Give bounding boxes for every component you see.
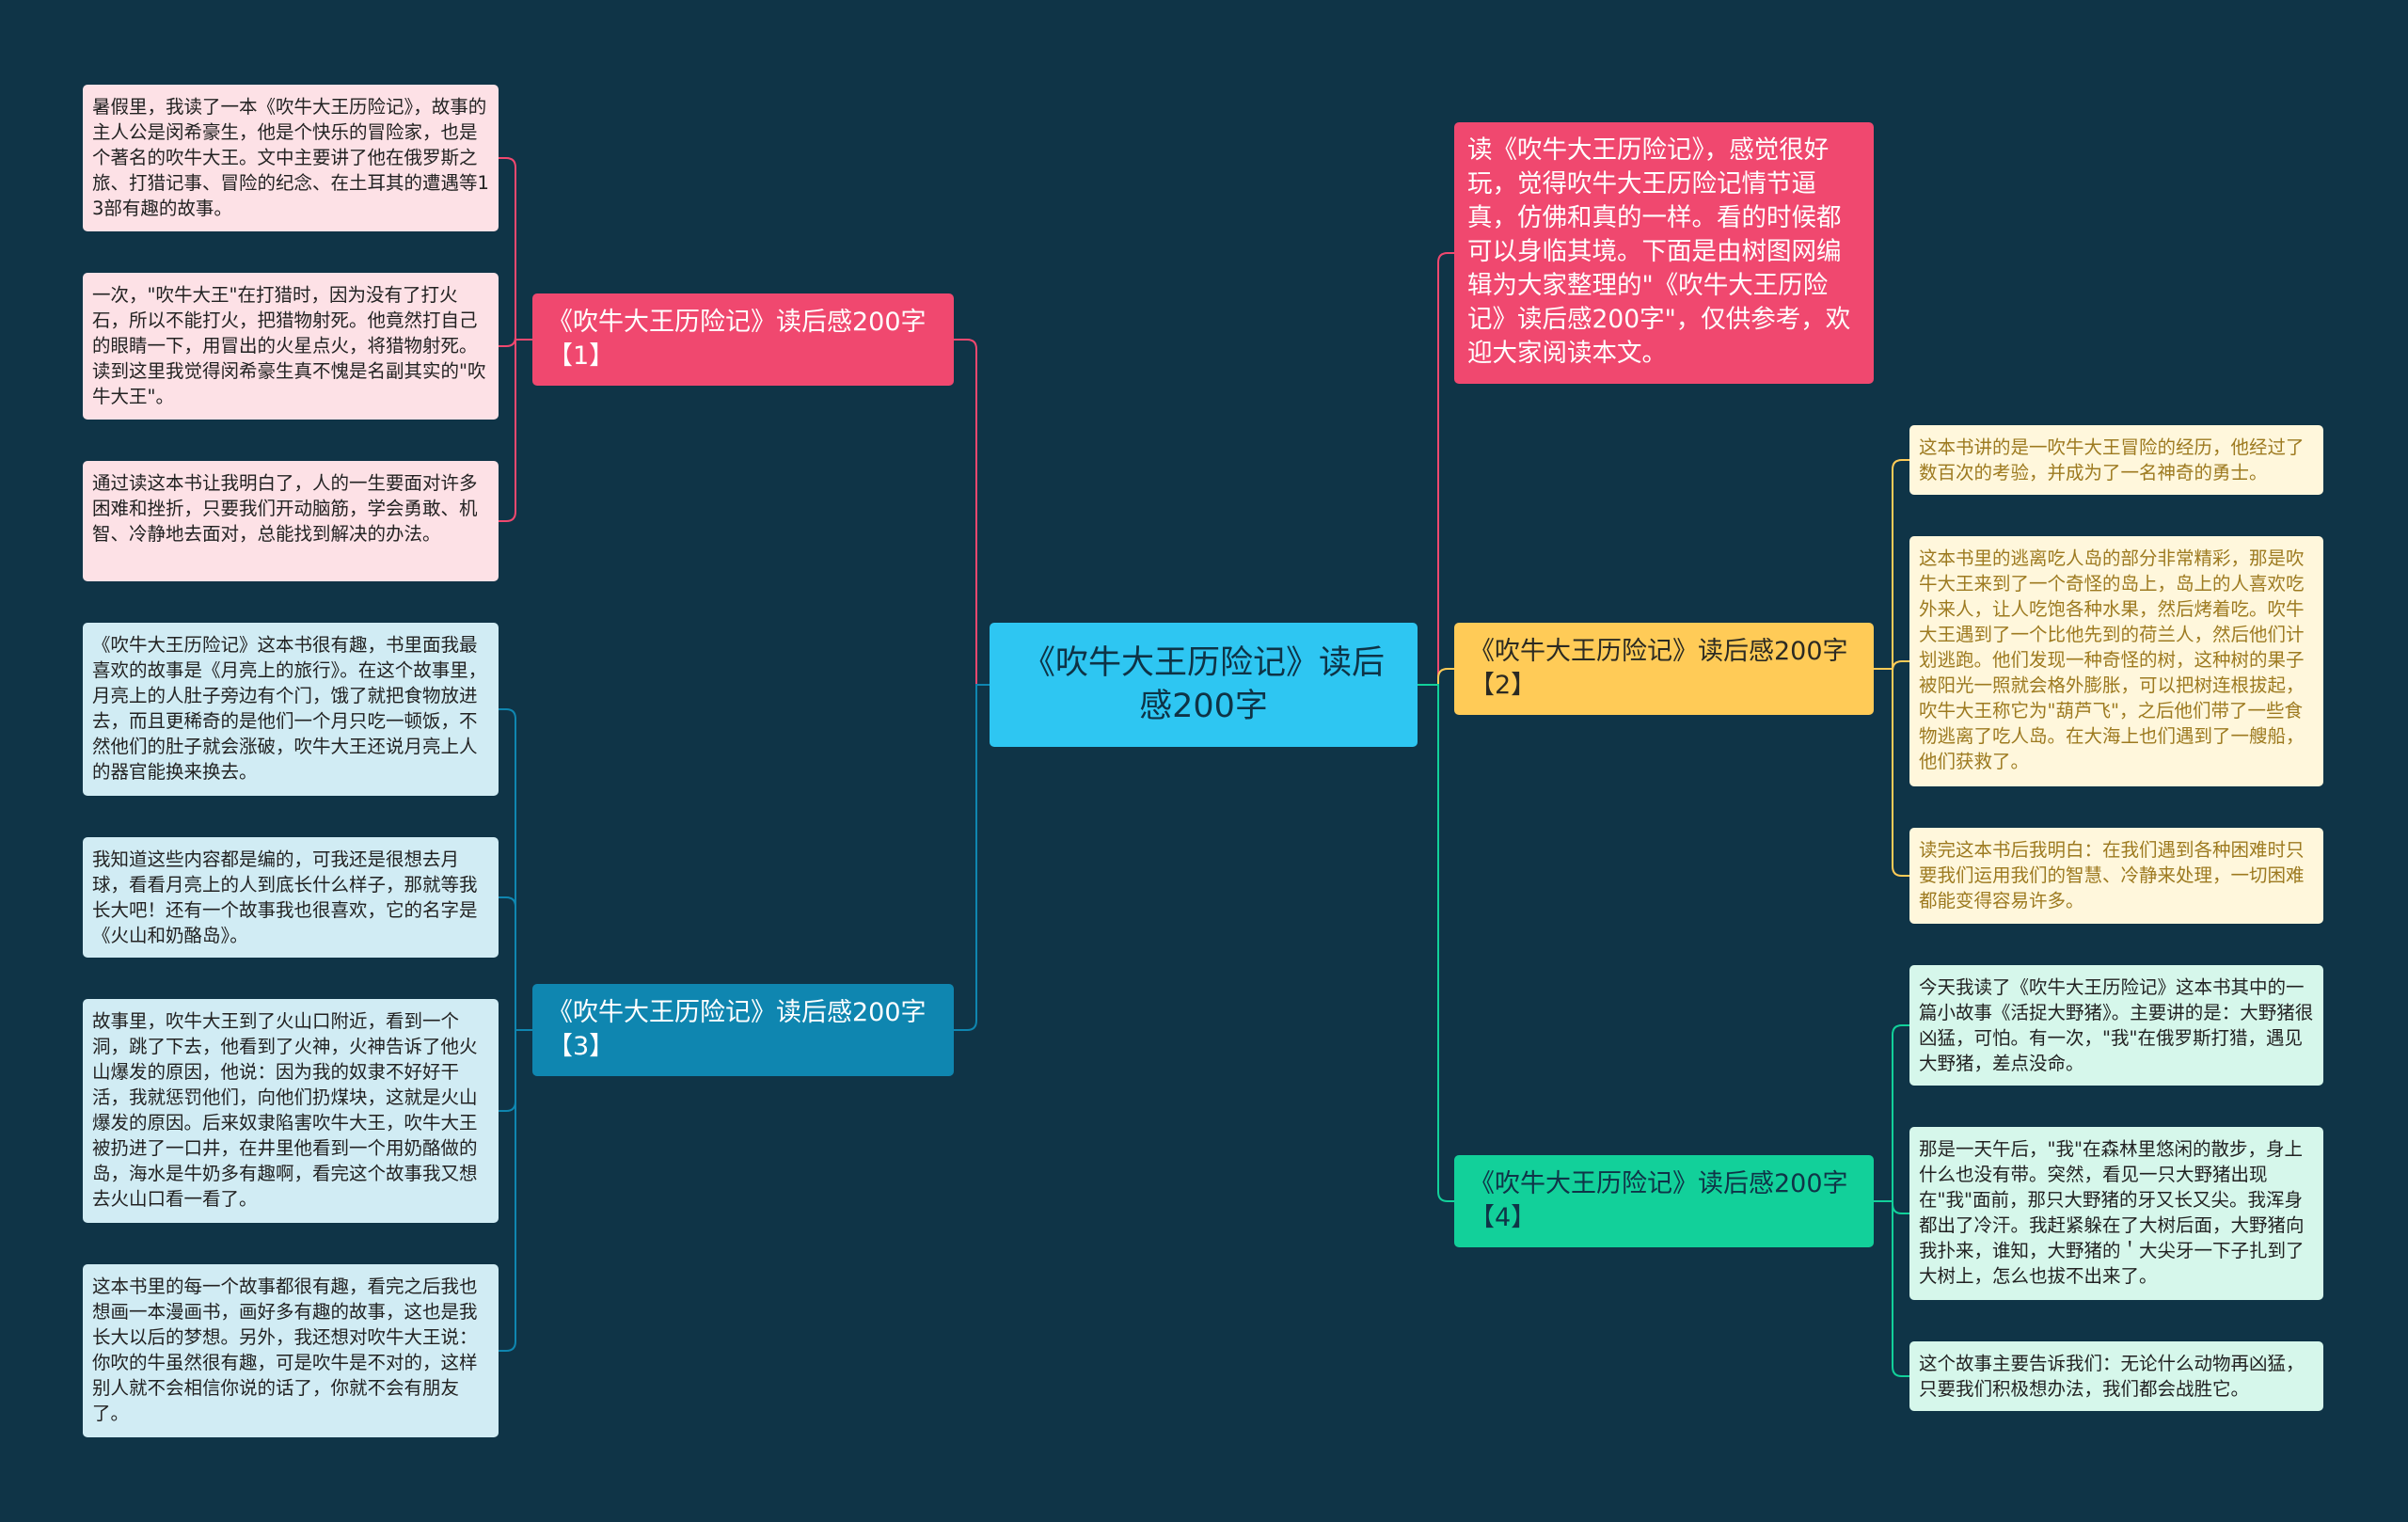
leaf-2-1[interactable]: 这本书讲的是一吹牛大王冒险的经历，他经过了数百次的考验，并成为了一名神奇的勇士。 bbox=[1909, 425, 2323, 495]
leaf-1-3[interactable]: 通过读这本书让我明白了，人的一生要面对许多困难和挫折，只要我们开动脑筋，学会勇敢… bbox=[83, 461, 499, 581]
link-branch-1-leaf-1-3 bbox=[499, 339, 532, 522]
link-branch-1-leaf-1-2 bbox=[499, 336, 532, 347]
link-center-branch-4 bbox=[1418, 684, 1454, 1202]
branch-3[interactable]: 《吹牛大王历险记》读后感200字【3】 bbox=[532, 984, 954, 1076]
leaf-2-3[interactable]: 读完这本书后我明白：在我们遇到各种困难时只要我们运用我们的智慧、冷静来处理，一切… bbox=[1909, 828, 2323, 924]
branch-2[interactable]: 《吹牛大王历险记》读后感200字【2】 bbox=[1454, 623, 1874, 715]
leaf-4-1[interactable]: 今天我读了《吹牛大王历险记》这本书其中的一篇小故事《活捉大野猪》。主要讲的是：大… bbox=[1909, 965, 2323, 1086]
leaf-4-2[interactable]: 那是一天午后，"我"在森林里悠闲的散步，身上什么也没有带。突然，看见一只大野猪出… bbox=[1909, 1127, 2323, 1300]
center-topic[interactable]: 《吹牛大王历险记》读后感200字 bbox=[990, 623, 1418, 747]
leaf-3-3[interactable]: 故事里，吹牛大王到了火山口附近，看到一个洞，跳了下去，他看到了火神，火神告诉了他… bbox=[83, 999, 499, 1223]
leaf-1-1[interactable]: 暑假里，我读了一本《吹牛大王历险记》，故事的主人公是闵希豪生，他是个快乐的冒险家… bbox=[83, 85, 499, 231]
link-center-branch-3 bbox=[954, 684, 990, 1031]
intro-note[interactable]: 读《吹牛大王历险记》，感觉很好玩，觉得吹牛大王历险记情节逼真，仿佛和真的一样。看… bbox=[1454, 122, 1874, 384]
link-center-branch-1 bbox=[954, 339, 990, 686]
link-center-intro-note bbox=[1418, 252, 1454, 686]
link-branch-2-leaf-2-1 bbox=[1874, 459, 1909, 670]
link-branch-4-leaf-4-3 bbox=[1874, 1200, 1909, 1377]
link-branch-4-leaf-4-1 bbox=[1874, 1024, 1909, 1202]
link-branch-1-leaf-1-1 bbox=[499, 157, 532, 341]
leaf-2-2[interactable]: 这本书里的逃离吃人岛的部分非常精彩，那是吹牛大王来到了一个奇怪的岛上，岛上的人喜… bbox=[1909, 536, 2323, 786]
leaf-4-3[interactable]: 这个故事主要告诉我们：无论什么动物再凶猛，只要我们积极想办法，我们都会战胜它。 bbox=[1909, 1341, 2323, 1411]
link-branch-3-leaf-3-4 bbox=[499, 1029, 532, 1352]
branch-1[interactable]: 《吹牛大王历险记》读后感200字【1】 bbox=[532, 293, 954, 386]
link-center-branch-2 bbox=[1418, 668, 1454, 686]
center-topic-label: 《吹牛大王历险记》读后感200字 bbox=[1022, 644, 1385, 725]
leaf-3-2[interactable]: 我知道这些内容都是编的，可我还是很想去月球，看看月亮上的人到底长什么样子，那就等… bbox=[83, 837, 499, 958]
link-branch-3-leaf-3-1 bbox=[499, 708, 532, 1031]
link-branch-2-leaf-2-3 bbox=[1874, 668, 1909, 877]
branch-4[interactable]: 《吹牛大王历险记》读后感200字【4】 bbox=[1454, 1155, 1874, 1247]
link-branch-3-leaf-3-2 bbox=[499, 896, 532, 1031]
leaf-3-1[interactable]: 《吹牛大王历险记》这本书很有趣，书里面我最喜欢的故事是《月亮上的旅行》。在这个故… bbox=[83, 623, 499, 796]
leaf-3-4[interactable]: 这本书里的每一个故事都很有趣，看完之后我也想画一本漫画书，画好多有趣的故事，这也… bbox=[83, 1264, 499, 1437]
leaf-1-2[interactable]: 一次，"吹牛大王"在打猎时，因为没有了打火石，所以不能打火，把猎物射死。他竟然打… bbox=[83, 273, 499, 420]
